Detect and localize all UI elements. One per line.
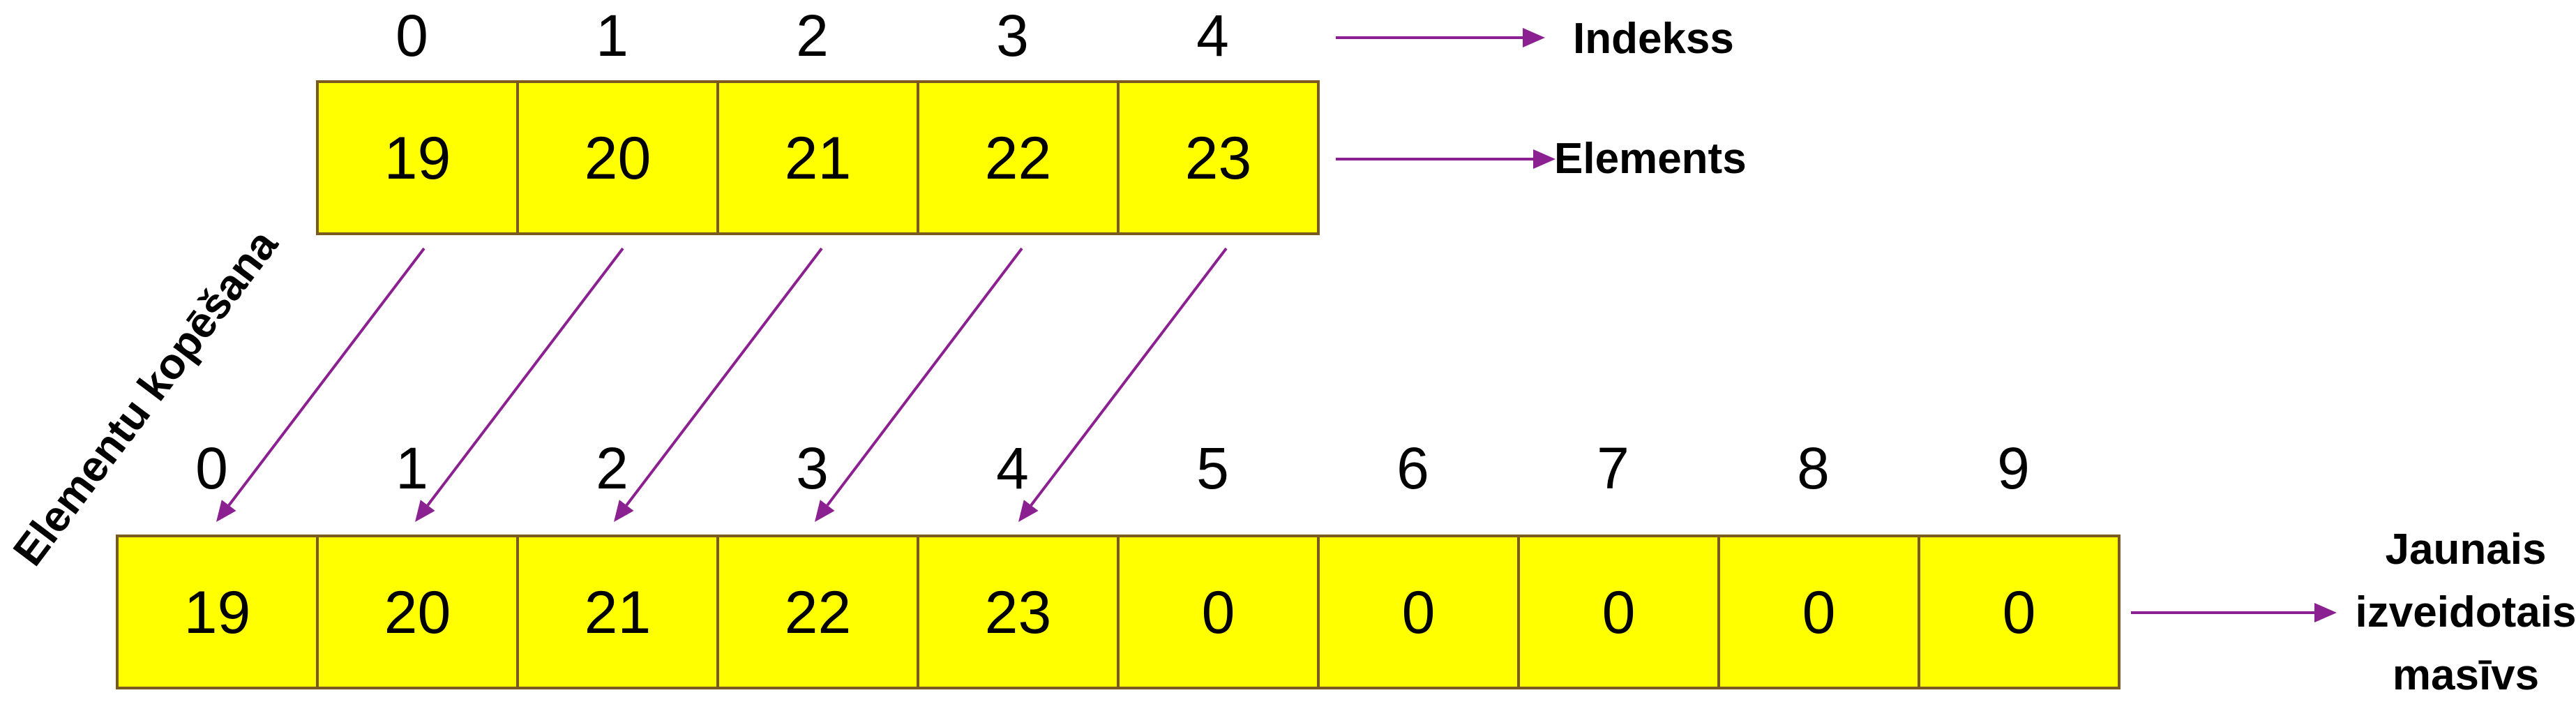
- new-cell-index: 5: [1196, 435, 1229, 501]
- new-cell: 22 3: [716, 435, 919, 689]
- new-cell-value: 22: [785, 579, 852, 646]
- source-cell-index: 3: [996, 3, 1029, 68]
- source-cell-index: 1: [596, 3, 628, 68]
- new-cell-index: 4: [996, 435, 1029, 501]
- new-cell-value: 0: [1402, 579, 1436, 646]
- copy-arrowhead: [415, 500, 435, 522]
- new-cell: 08: [1717, 435, 1920, 689]
- new-cell-box: [116, 535, 319, 689]
- new-cell-value: 0: [2003, 579, 2036, 646]
- new-cell: 09: [1918, 435, 2121, 689]
- new-array-label-line-2: izveidotais: [2356, 588, 2576, 636]
- new-cell: 20 1: [316, 435, 519, 689]
- new-cell-value: 19: [184, 579, 251, 646]
- index-label-group: Indekss: [1336, 15, 1734, 63]
- new-cell-index: 2: [596, 435, 628, 501]
- new-cell-index: 7: [1597, 435, 1629, 501]
- new-cell: 19 0: [116, 435, 319, 689]
- copy-arrow: [826, 247, 1023, 507]
- source-cell-index: 4: [1196, 3, 1229, 68]
- source-cell-value: 20: [585, 125, 651, 192]
- new-array-label-arrowhead: [2314, 603, 2337, 622]
- source-cell-value: 23: [1185, 125, 1252, 192]
- new-cell-value: 0: [1802, 579, 1836, 646]
- index-label: Indekss: [1573, 15, 1734, 63]
- copy-arrow: [1030, 247, 1228, 507]
- source-cell-box: [316, 80, 519, 235]
- new-cell: 07: [1517, 435, 1720, 689]
- new-cell-box: [516, 535, 719, 689]
- copy-arrow: [227, 247, 425, 507]
- source-cell: 22 3: [917, 3, 1120, 235]
- elements-label-group: Elements: [1336, 135, 1747, 183]
- source-cell: 20 1: [516, 3, 719, 235]
- new-cell-index: 0: [195, 435, 228, 501]
- index-label-arrowhead: [1523, 28, 1545, 47]
- new-cell: 21 2: [516, 435, 719, 689]
- copy-arrow: [625, 247, 823, 507]
- source-cell-value: 19: [384, 125, 451, 192]
- new-cell-box: [1317, 535, 1520, 689]
- copy-arrowhead: [815, 500, 835, 522]
- new-array-label-line-3: masīvs: [2393, 651, 2539, 699]
- new-cell: 05: [1117, 435, 1320, 689]
- source-cell-box: [1117, 80, 1320, 235]
- new-cell-index: 3: [796, 435, 829, 501]
- elements-label: Elements: [1554, 135, 1747, 183]
- new-cell-value: 21: [585, 579, 651, 646]
- new-cell-box: [917, 535, 1120, 689]
- new-cell-value: 23: [985, 579, 1052, 646]
- new-cell-box: [1918, 535, 2121, 689]
- new-cell-box: [316, 535, 519, 689]
- source-cell-index: 2: [796, 3, 829, 68]
- new-cell-index: 8: [1797, 435, 1830, 501]
- new-cell-index: 1: [396, 435, 428, 501]
- new-cell-box: [716, 535, 919, 689]
- source-cell-index: 0: [396, 3, 428, 68]
- source-cell: 19 0: [316, 3, 519, 235]
- copy-arrowhead: [614, 500, 634, 522]
- source-cell: 21 2: [716, 3, 919, 235]
- new-array-label-line-1: Jaunais: [2386, 525, 2547, 574]
- elements-label-arrowhead: [1533, 149, 1556, 169]
- source-cell-box: [716, 80, 919, 235]
- copy-arrowhead: [216, 500, 236, 522]
- copy-arrow: [426, 247, 624, 507]
- source-cell-value: 22: [985, 125, 1052, 192]
- new-cell-value: 0: [1602, 579, 1636, 646]
- new-cell-index: 6: [1396, 435, 1429, 501]
- new-cell-box: [1517, 535, 1720, 689]
- source-cell: 23 4: [1117, 3, 1320, 235]
- new-array-label-group: Jaunais izveidotais masīvs: [2131, 525, 2576, 699]
- new-cell-value: 0: [1202, 579, 1235, 646]
- source-cell-value: 21: [785, 125, 852, 192]
- new-cell-value: 20: [384, 579, 451, 646]
- source-cell-box: [516, 80, 719, 235]
- copy-label: Elementu kopēšana: [4, 221, 287, 574]
- copy-arrows: [216, 247, 1228, 522]
- new-cell: 23 4: [917, 435, 1120, 689]
- new-cell-box: [1717, 535, 1920, 689]
- new-cell-index: 9: [1997, 435, 2030, 501]
- new-cell: 06: [1317, 435, 1520, 689]
- copy-arrowhead: [1018, 500, 1039, 522]
